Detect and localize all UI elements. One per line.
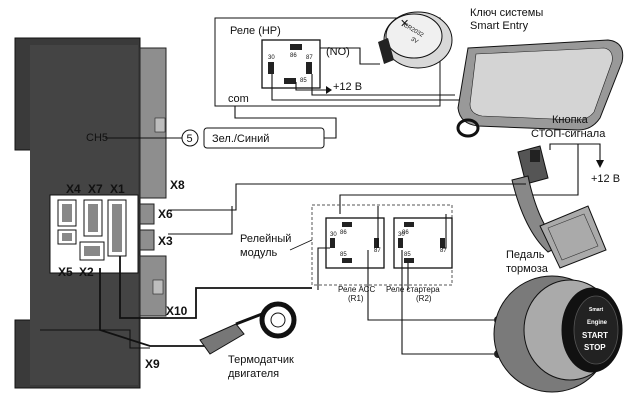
svg-text:30: 30 xyxy=(398,232,405,238)
plus12-right: +12 В xyxy=(591,173,620,185)
svg-text:START: START xyxy=(582,331,608,340)
svg-text:85: 85 xyxy=(340,252,347,258)
key-title-line1: Ключ системы xyxy=(470,7,543,19)
start-stop-button: Smart Engine START STOP xyxy=(493,275,623,393)
relay-acc: 86 30 87 85 xyxy=(325,217,385,269)
connector-x6 xyxy=(139,203,155,225)
relay-com-label: com xyxy=(228,93,249,105)
thermo-line1: Термодатчик xyxy=(228,354,294,366)
pedal-line1: Педаль xyxy=(506,249,545,261)
relay-np-title: Реле (НР) xyxy=(230,25,281,37)
plus12-top: +12 В xyxy=(333,81,362,93)
circle-number: 5 xyxy=(187,133,193,145)
label-x7: X7 xyxy=(88,182,103,196)
relay-acc-line1: Реле АСС xyxy=(338,285,375,294)
channel-circle xyxy=(181,129,199,147)
svg-text:85: 85 xyxy=(300,78,307,84)
label-x10: X10 xyxy=(166,304,188,318)
relay-no-label: (NO) xyxy=(326,46,350,58)
battery-plus: ✕ xyxy=(400,18,409,30)
label-x4: X4 xyxy=(66,182,81,196)
main-unit xyxy=(14,37,167,389)
svg-text:87: 87 xyxy=(306,55,313,61)
svg-text:86: 86 xyxy=(290,53,297,59)
label-x6: X6 xyxy=(158,207,173,221)
wire-color-label: Зел./Синий xyxy=(212,133,269,145)
label-x5: X5 xyxy=(58,265,73,279)
svg-text:3V: 3V xyxy=(410,37,419,46)
brake-button-line1: Кнопка xyxy=(552,114,589,126)
brake-switch xyxy=(517,145,549,185)
svg-text:86: 86 xyxy=(402,230,409,236)
label-x2: X2 xyxy=(79,265,94,279)
relay-starter-line2: (R2) xyxy=(416,294,432,303)
relay-module-line2: модуль xyxy=(240,247,278,259)
svg-text:Smart: Smart xyxy=(589,307,604,313)
svg-text:Engine: Engine xyxy=(587,320,608,326)
thermo-sensor xyxy=(199,301,297,355)
brake-button-line2: СТОП-сигнала xyxy=(531,128,606,140)
svg-text:30: 30 xyxy=(268,55,275,61)
label-x9: X9 xyxy=(145,357,160,371)
svg-text:85: 85 xyxy=(404,252,411,258)
svg-text:87: 87 xyxy=(440,248,447,254)
relay-module-line1: Релейный xyxy=(240,233,291,245)
relay-starter-line1: Реле стартера xyxy=(386,285,440,294)
svg-text:30: 30 xyxy=(330,232,337,238)
smart-key: CR2032 3V ✕ xyxy=(378,11,624,138)
brake-pedal xyxy=(511,175,607,269)
label-ch5: CH5 xyxy=(86,132,108,144)
relay-starter: 86 30 87 85 xyxy=(393,217,453,269)
key-title-line2: Smart Entry xyxy=(470,20,529,32)
thermo-line2: двигателя xyxy=(228,368,279,380)
label-x8: X8 xyxy=(170,178,185,192)
label-x3: X3 xyxy=(158,234,173,248)
label-x1: X1 xyxy=(110,182,125,196)
svg-text:86: 86 xyxy=(340,230,347,236)
pedal-line2: тормоза xyxy=(506,263,549,275)
svg-text:87: 87 xyxy=(374,248,381,254)
relay-acc-line2: (R1) xyxy=(348,294,364,303)
svg-text:STOP: STOP xyxy=(584,343,606,352)
connector-x3 xyxy=(139,229,155,251)
